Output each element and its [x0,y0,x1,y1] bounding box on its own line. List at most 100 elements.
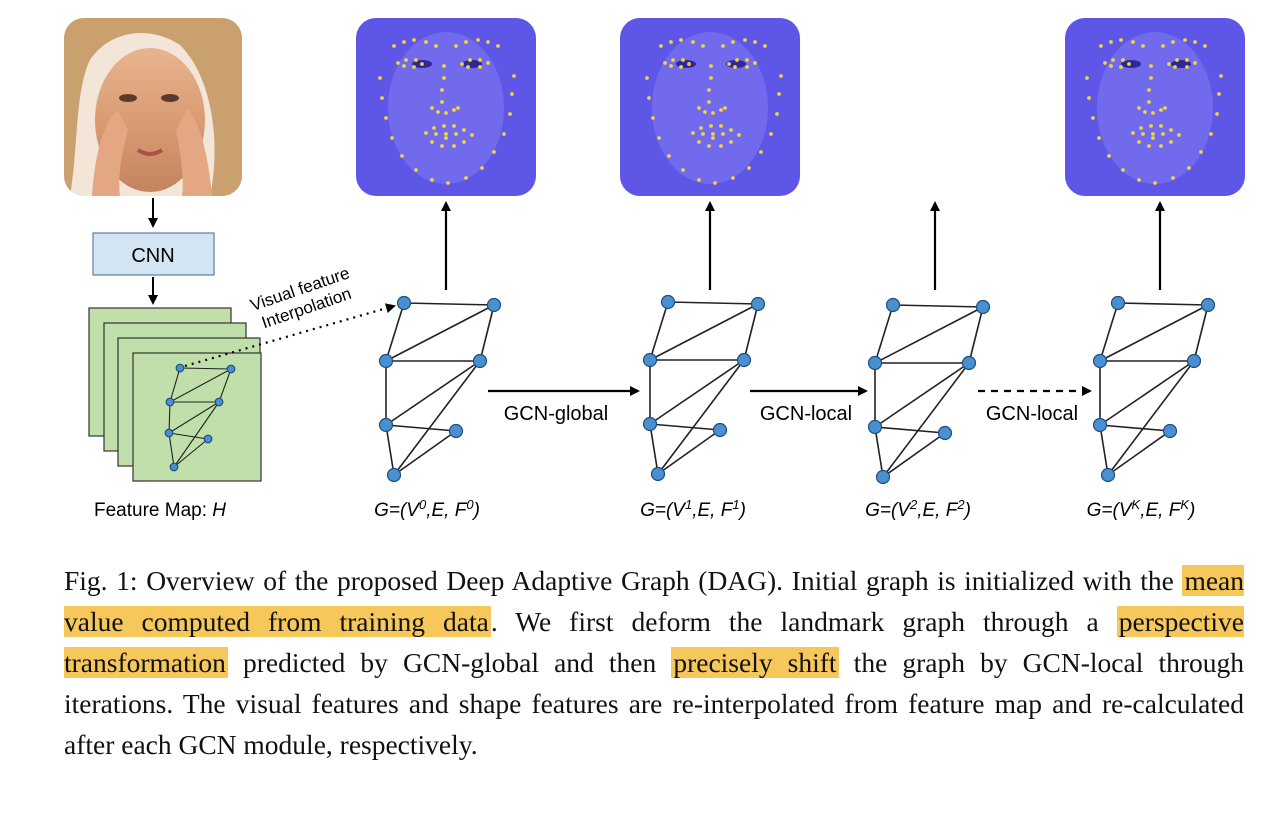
output-face-0 [356,18,536,196]
landmark-dot [711,136,715,140]
landmark-dot [1119,65,1123,69]
landmark-dot [769,132,773,136]
graph-edge [168,401,220,434]
landmark-dot [729,128,733,132]
graph-edge [882,432,946,478]
landmark-dot [745,65,749,69]
landmark-dot [476,38,480,42]
landmark-dot [444,136,448,140]
landmark-dot [731,40,735,44]
landmark-dot [454,44,458,48]
landmark-dot [707,144,711,148]
landmark-dot [723,106,727,110]
landmark-dot [1147,88,1151,92]
landmark-dot [775,112,779,116]
landmark-dot [1139,126,1143,130]
landmark-dot [753,40,757,44]
landmark-dot [721,44,725,48]
graph-node [736,352,752,368]
landmark-dot [745,58,749,62]
graph-edge [169,368,232,403]
graph-label: G=(V0,E, F0) [374,497,480,522]
graph-edge [403,302,495,306]
landmark-dot [502,132,506,136]
landmark-dot [1127,62,1131,66]
landmark-dot [1171,176,1175,180]
landmark-dot [1131,40,1135,44]
landmark-dot [434,44,438,48]
graph-edge [385,424,457,432]
landmark-dot [1143,110,1147,114]
graph-edge [173,438,209,468]
graph-edge [179,367,232,370]
landmark-dot [667,154,671,158]
graph-edge [649,359,745,425]
cnn-label: CNN [131,245,174,267]
landmark-dot [719,108,723,112]
graph-edge [1099,304,1209,362]
landmark-dot [440,100,444,104]
graph-edge [479,304,495,362]
landmark-dot [1173,65,1177,69]
landmark-dot [1203,44,1207,48]
graph-edge [218,368,232,403]
landmark-dot [1151,132,1155,136]
landmark-dot [735,58,739,62]
graph-edge [1107,360,1195,476]
landmark-dot [466,65,470,69]
graph-node [1092,417,1108,433]
landmark-dot [1141,132,1145,136]
input-face-photo [64,18,242,196]
graph-edge [173,401,220,468]
landmark-dot [462,140,466,144]
landmark-dot [402,64,406,68]
landmark-dot [1147,100,1151,104]
landmark-graph-1 [642,294,766,482]
landmark-dot [480,166,484,170]
landmark-dot [1091,116,1095,120]
landmark-dot [1161,132,1165,136]
landmark-dot [691,40,695,44]
landmark-dot [1217,92,1221,96]
fig-label: Fig. 1: [64,565,138,596]
landmark-dot [1147,144,1151,148]
landmark-dot [508,112,512,116]
graph-edge [393,430,457,476]
graph-edge [882,362,970,478]
graph-edge [874,306,984,364]
landmark-dot [1163,106,1167,110]
landmark-dot [1149,124,1153,128]
graph-node [642,416,658,432]
landmark-dot [709,76,713,80]
landmark-dot [1103,61,1107,65]
landmark-dot [719,144,723,148]
caption-seg2: . We first deform the landmark graph thr… [490,606,1117,637]
landmark-dot [727,62,731,66]
landmark-dot [759,150,763,154]
graph-node [378,417,394,433]
landmark-dot [1175,58,1179,62]
landmark-dot [420,62,424,66]
interpolation-dotted-line [184,303,396,368]
landmark-dot [1131,131,1135,135]
landmark-dot [478,58,482,62]
graph-label: G=(VK,E, FK) [1087,497,1196,522]
landmark-dot [378,76,382,80]
output-face-3 [1065,18,1245,196]
graph-node [712,422,728,438]
graph-edge [743,303,759,361]
graph-node [1186,353,1202,369]
landmark-dot [470,133,474,137]
landmark-dot [442,64,446,68]
landmark-dot [440,88,444,92]
output-face-1 [620,18,800,196]
landmark-dot [1137,106,1141,110]
graph-node [165,397,175,407]
landmark-dot [681,168,685,172]
landmark-dot [1087,96,1091,100]
dag-overview-figure: CNN Visual feature Interpolation Feature… [64,18,1245,522]
landmark-dot [707,88,711,92]
graph-edge [1099,424,1171,432]
landmark-dot [1107,154,1111,158]
landmark-dot [512,74,516,78]
